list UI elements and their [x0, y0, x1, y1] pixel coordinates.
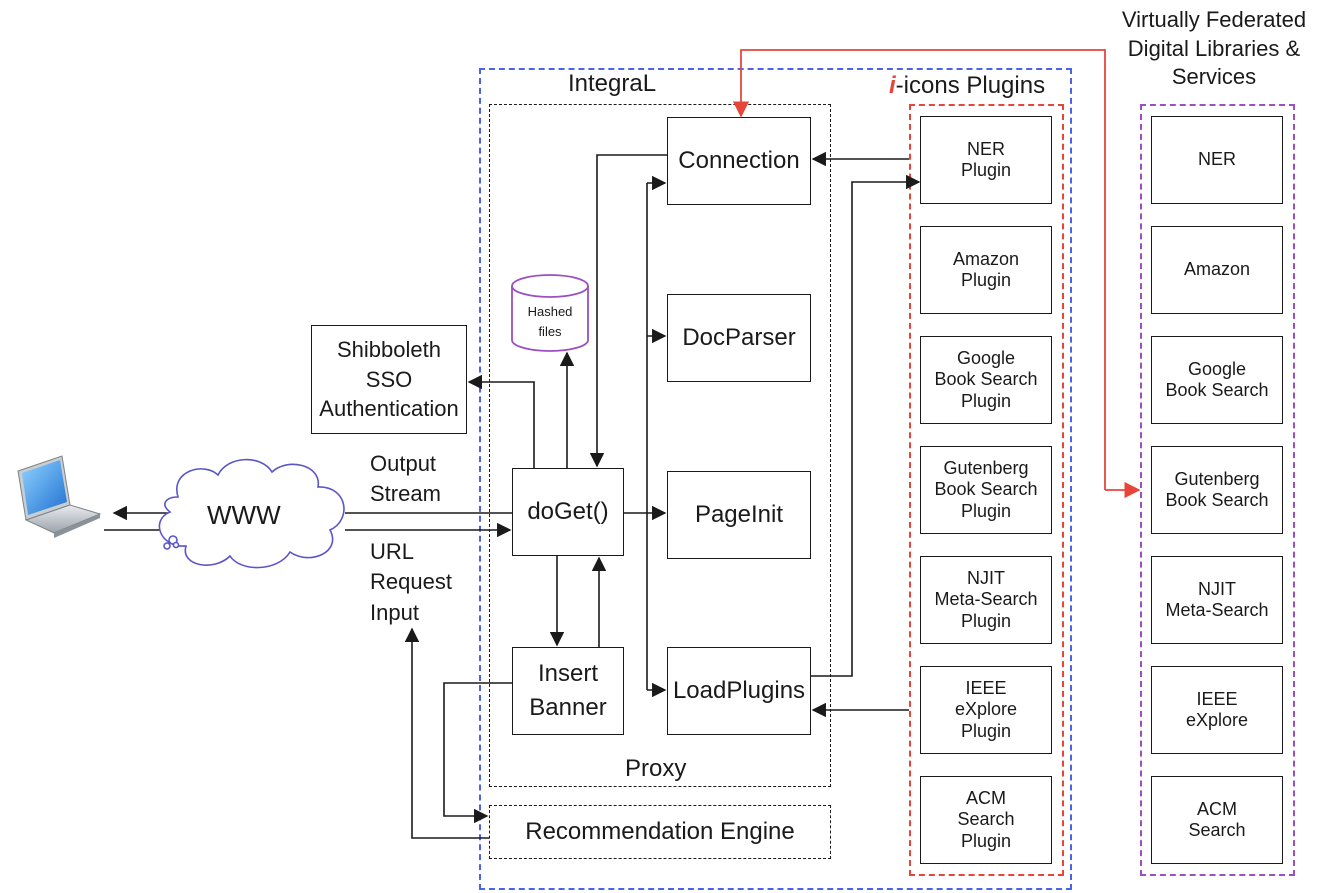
connection-label: Connection	[678, 146, 800, 174]
shibboleth-box: Shibboleth SSO Authentication	[311, 325, 467, 434]
plugin-box: ACM Search Plugin	[920, 776, 1052, 864]
loadplugins-box: LoadPlugins	[667, 647, 811, 735]
plugin-box: NER Plugin	[920, 116, 1052, 204]
integral-container	[479, 68, 1072, 890]
proxy-label: Proxy	[625, 755, 687, 782]
red-federation-arrow	[732, 49, 1106, 490]
plugin-box: Google Book Search Plugin	[920, 336, 1052, 424]
plugins-container	[909, 104, 1064, 876]
pageinit-label: PageInit	[694, 500, 784, 528]
plugin-label: Google Book Search Plugin	[934, 348, 1038, 411]
plugin-label: ACM Search Plugin	[957, 788, 1015, 851]
arrow-banner-to-recommendation	[443, 682, 512, 824]
plugins-title-i: i	[889, 72, 896, 99]
plugins-title: i-icons Plugins	[889, 72, 1045, 100]
plugin-label: Gutenberg Book Search Plugin	[934, 458, 1038, 521]
hashed-files-label: Hashed files	[527, 304, 573, 339]
libraries-title: Virtually Federated Digital Libraries & …	[1121, 7, 1307, 90]
library-box: IEEE eXplore	[1151, 666, 1283, 754]
proxy-container	[489, 104, 831, 787]
library-label: IEEE eXplore	[1185, 688, 1249, 730]
doget-box: doGet()	[512, 468, 624, 556]
library-box: Amazon	[1151, 226, 1283, 314]
shibboleth-label: Shibboleth SSO Authentication	[319, 336, 459, 422]
libraries-container	[1140, 104, 1295, 876]
plugin-box: IEEE eXplore Plugin	[920, 666, 1052, 754]
insert-banner-label: Insert Banner	[529, 660, 607, 721]
library-label: ACM Search	[1188, 798, 1246, 840]
library-label: NER	[1197, 149, 1236, 170]
library-label: Amazon	[1183, 259, 1251, 280]
loadplugins-label: LoadPlugins	[672, 676, 806, 704]
library-box: Gutenberg Book Search	[1151, 446, 1283, 534]
arrow-loadplugins-to-ner	[811, 174, 921, 677]
laptop-icon	[17, 455, 102, 538]
pageinit-box: PageInit	[667, 471, 811, 559]
url-request-label: URL Request Input	[370, 539, 452, 625]
arrow-connection-to-doget	[589, 154, 667, 468]
library-label: Google Book Search	[1165, 358, 1269, 400]
library-box: NER	[1151, 116, 1283, 204]
plugin-label: NER Plugin	[960, 138, 1012, 180]
cloud-icon	[158, 458, 345, 569]
integral-title: IntegraL	[568, 70, 657, 97]
library-box: NJIT Meta-Search	[1151, 556, 1283, 644]
library-box: ACM Search	[1151, 776, 1283, 864]
docparser-box: DocParser	[667, 294, 811, 382]
library-box: Google Book Search	[1151, 336, 1283, 424]
www-label: WWW	[207, 500, 281, 530]
arrow-doget-to-shibboleth	[467, 374, 535, 468]
recommendation-engine: Recommendation Engine	[489, 805, 831, 859]
library-label: NJIT Meta-Search	[1165, 578, 1269, 620]
plugin-label: NJIT Meta-Search Plugin	[934, 568, 1038, 631]
library-label: Gutenberg Book Search	[1165, 468, 1269, 510]
plugins-title-rest: -icons Plugins	[895, 72, 1046, 99]
plugin-label: IEEE eXplore Plugin	[954, 678, 1018, 741]
recommendation-engine-label: Recommendation Engine	[525, 818, 795, 845]
plugin-box: Amazon Plugin	[920, 226, 1052, 314]
arrow-recommendation-to-url	[404, 627, 489, 839]
doget-label: doGet()	[527, 497, 609, 525]
plugin-box: Gutenberg Book Search Plugin	[920, 446, 1052, 534]
plugin-box: NJIT Meta-Search Plugin	[920, 556, 1052, 644]
docparser-label: DocParser	[682, 323, 796, 351]
plugin-label: Amazon Plugin	[952, 248, 1020, 290]
insert-banner-box: Insert Banner	[512, 647, 624, 735]
output-stream-label: Output Stream	[370, 451, 441, 507]
database-icon	[511, 274, 589, 352]
